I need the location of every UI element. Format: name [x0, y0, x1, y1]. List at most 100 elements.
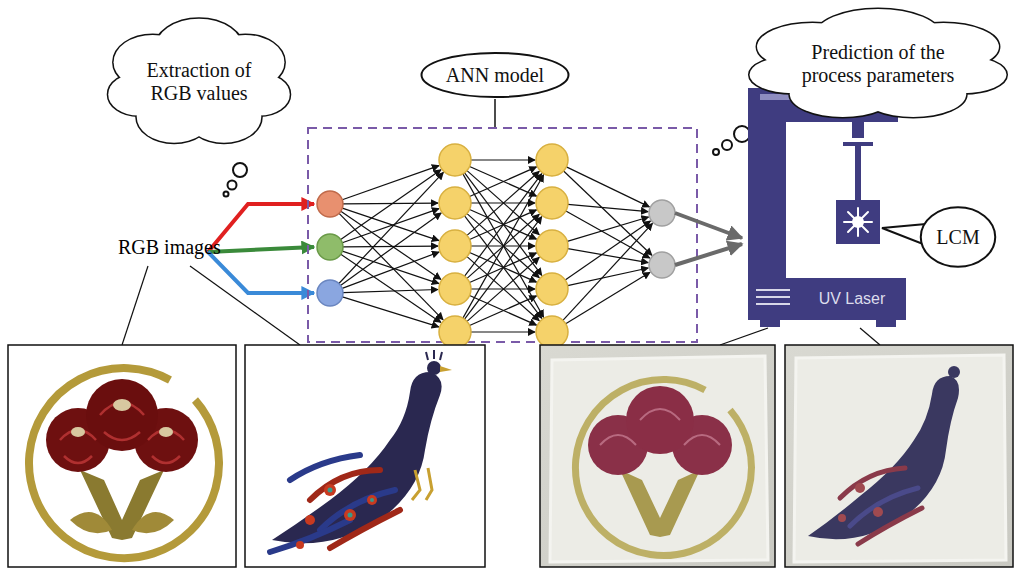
peacock-image-part-part	[348, 513, 353, 518]
peacock-output-tile-part-part	[855, 483, 865, 493]
synapse-arrow	[470, 167, 537, 197]
peacock-image-part	[296, 484, 377, 549]
leader-lines-part	[122, 266, 148, 345]
peacock-image-part	[426, 350, 442, 360]
thought-cloud: Extraction of RGB values	[110, 20, 288, 144]
synapse-arrow	[463, 175, 544, 318]
neuron	[536, 230, 568, 262]
output-arrows-part	[675, 213, 742, 238]
neuron	[439, 144, 471, 176]
output-arrows	[675, 213, 742, 265]
rose-image-part-part	[64, 456, 92, 463]
synapse-arrow	[470, 296, 537, 326]
peacock-output-tile-part-part	[858, 508, 922, 544]
synapse-arrow	[463, 174, 544, 317]
peacock-image-part-part	[324, 484, 336, 496]
node-text: Prediction of the process parameters	[789, 41, 967, 87]
rose-image-part	[132, 512, 174, 533]
input-arrows-part	[208, 252, 314, 293]
neuron	[317, 234, 343, 260]
peacock-image-part	[412, 468, 432, 500]
neuron	[649, 200, 675, 226]
peacock-image-part	[272, 372, 442, 543]
text-stack: LCM	[936, 226, 979, 249]
ann-frame	[308, 128, 697, 342]
thought-dots-part	[722, 140, 732, 150]
rose-image-part-part	[104, 432, 140, 440]
peacock-image-part	[328, 488, 375, 518]
neuron	[536, 316, 568, 348]
synapse-arrow	[343, 246, 438, 248]
model-ellipse: ANN model	[420, 52, 570, 98]
text-stack: UV Laser	[819, 290, 886, 308]
rose-output-tile-part-part	[684, 435, 720, 445]
rose-image-part	[71, 427, 85, 437]
neural-network	[317, 144, 675, 348]
image-frames	[8, 345, 1013, 567]
peacock-output-tile-part	[838, 483, 883, 522]
peacock-image-part-part	[296, 541, 304, 549]
neuron	[536, 187, 568, 219]
node-text: ANN model	[446, 64, 544, 87]
peacock-image-part-part	[330, 510, 400, 548]
speech-bubble: LCM	[920, 206, 996, 268]
synapse-arrow	[465, 173, 542, 276]
image-frames-part	[8, 345, 236, 567]
node-text: Extraction of RGB values	[135, 59, 263, 105]
peacock-image-part-part	[290, 455, 360, 480]
ann-leader	[494, 99, 496, 127]
peacock-image-part-part	[305, 515, 315, 525]
laser-machine-part-part	[848, 212, 868, 232]
synapse-arrow	[343, 290, 438, 293]
synapse-arrow	[564, 171, 652, 255]
neuron	[439, 316, 471, 348]
rose-output-tile-part	[600, 409, 720, 445]
peacock-image-part-part	[328, 488, 333, 493]
input-arrows-part	[208, 204, 314, 252]
image-frames-part	[540, 345, 775, 567]
synapse-arrow	[342, 166, 439, 200]
peacock-output-tile-part	[794, 355, 1006, 562]
rose-image-part	[86, 379, 158, 451]
laser-machine-part-part	[756, 289, 790, 291]
synapse-arrow	[566, 167, 649, 207]
synapse-arrow	[563, 223, 653, 320]
synapse-arrow	[467, 257, 539, 321]
synapse-arrow	[568, 204, 648, 211]
neuron	[439, 187, 471, 219]
laser-machine	[748, 88, 906, 327]
laser-machine-part-part	[756, 303, 790, 305]
synapse-arrow	[341, 211, 441, 279]
peacock-output-tile-part-part	[873, 507, 883, 517]
synapse-arrow	[465, 174, 542, 277]
laser-machine-part	[756, 290, 790, 304]
peacock-image-part	[440, 366, 452, 372]
laser-machine-part	[836, 200, 880, 244]
thought-dots-part	[228, 181, 237, 190]
leader-lines-part	[190, 266, 300, 345]
rose-image-part	[70, 512, 112, 533]
synapse-arrow	[341, 213, 442, 286]
neuron	[317, 280, 343, 306]
peacock-image-part	[270, 455, 400, 552]
rose-output-tile-part	[550, 356, 768, 562]
synapse-arrow	[566, 272, 650, 323]
rose-image-part	[159, 427, 173, 437]
input-arrows	[208, 204, 314, 293]
peacock-image-part-part	[344, 509, 356, 521]
rose-output-tile-part	[620, 470, 700, 537]
input-arrows-part	[208, 247, 314, 252]
laser-machine-part	[855, 146, 861, 200]
laser-machine-part	[760, 320, 780, 327]
neuron	[439, 230, 471, 262]
rose-image-part	[113, 399, 131, 411]
laser-machine-part	[876, 320, 896, 327]
rose-output-tile-part-part	[600, 435, 636, 445]
synapse-arrow	[567, 217, 648, 241]
peacock-image-part-part	[370, 498, 374, 502]
peacock-output-tile-part-part	[838, 514, 846, 522]
node-text: LCM	[936, 226, 979, 249]
image-frames-part	[785, 345, 1013, 567]
peacock-output-tile-part	[840, 468, 922, 544]
